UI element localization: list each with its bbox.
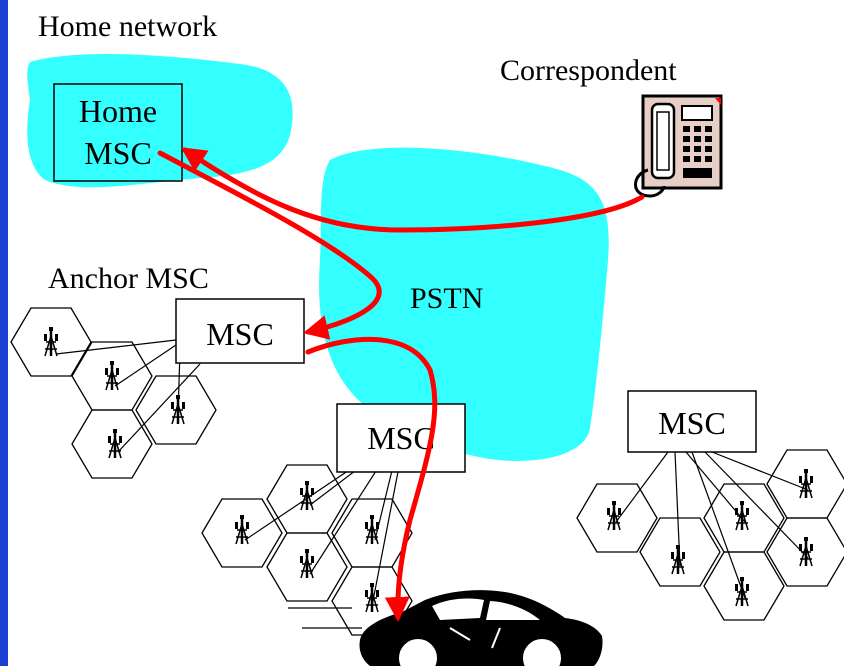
cell-tower-icon xyxy=(605,499,623,532)
right-msc-links xyxy=(615,451,809,599)
home-msc-label-line1: Home xyxy=(79,93,157,129)
car-motion-lines xyxy=(288,607,362,629)
call-route xyxy=(157,147,645,622)
telephone-icon xyxy=(634,94,723,198)
cell-tower-icon xyxy=(669,543,687,576)
middle-msc-box xyxy=(336,403,466,473)
cell-tower-icon xyxy=(363,513,381,546)
cell-tower-icon xyxy=(103,359,121,392)
left-border xyxy=(0,0,8,666)
home-msc-box xyxy=(53,83,183,182)
cell-tower-icon xyxy=(797,467,815,500)
pstn-label: PSTN xyxy=(410,282,483,315)
anchor-msc-box-label: MSC xyxy=(206,316,274,352)
correspondent-to-home-msc-path xyxy=(180,147,645,233)
cell-tower-icon xyxy=(733,499,751,532)
home-msc-to-anchor-msc-path xyxy=(157,150,382,340)
home-network-label: Home network xyxy=(38,10,217,43)
anchor-msc-to-car-path xyxy=(305,336,438,622)
correspondent-label: Correspondent xyxy=(500,54,677,87)
home-network-cloud xyxy=(27,54,293,188)
middle-cell-cluster xyxy=(201,464,413,636)
middle-msc-box-label: MSC xyxy=(367,420,435,456)
cell-tower-icon xyxy=(733,575,751,608)
cell-tower-icon xyxy=(42,325,60,358)
cell-tower-icon xyxy=(233,513,251,546)
right-msc-box-label: MSC xyxy=(658,405,726,441)
home-msc-label-line2: MSC xyxy=(84,135,152,171)
cell-tower-icon xyxy=(298,547,316,580)
right-cell-cluster xyxy=(576,449,844,621)
pstn-cloud xyxy=(319,147,609,461)
cell-tower-icon xyxy=(106,427,124,460)
anchor-cell-cluster xyxy=(10,307,217,479)
right-msc-box xyxy=(627,390,757,453)
cell-tower-icon xyxy=(363,581,381,614)
car-icon xyxy=(359,590,603,666)
anchor-msc-label: Anchor MSC xyxy=(48,262,209,295)
